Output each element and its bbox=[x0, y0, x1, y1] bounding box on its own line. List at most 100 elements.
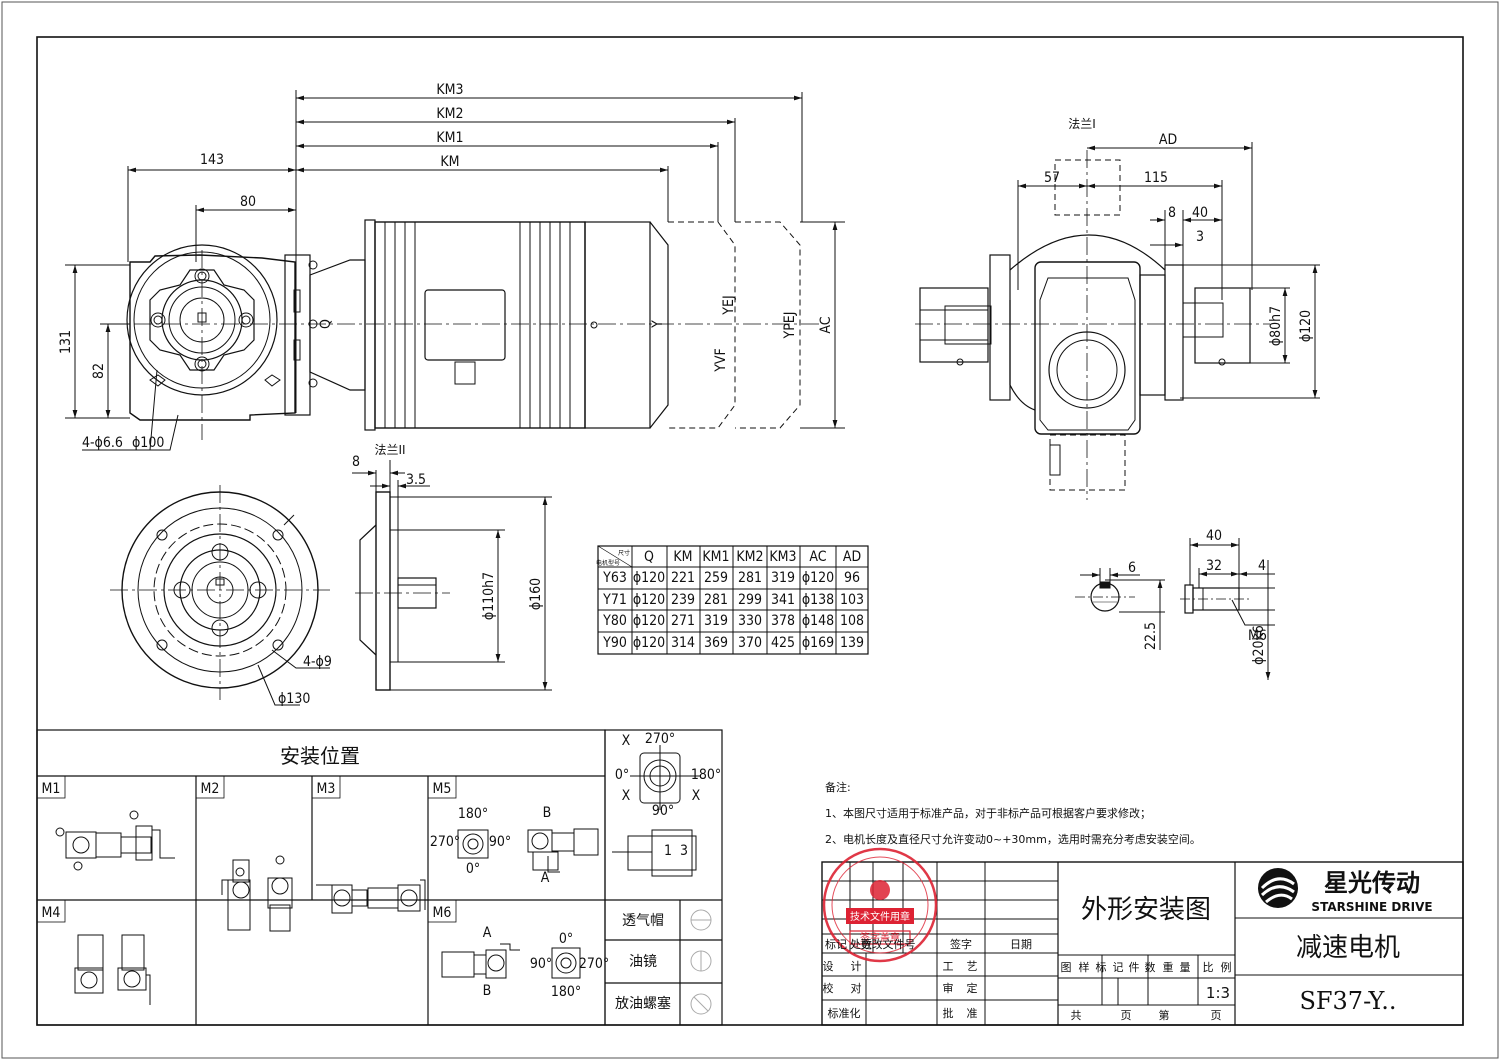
table-cell: 96 bbox=[844, 570, 860, 586]
table-cell: Y63 bbox=[602, 570, 627, 586]
scale-value: 1:3 bbox=[1206, 984, 1230, 1002]
m5-angle-right: 90° bbox=[489, 834, 511, 850]
orient-0: 0° bbox=[615, 767, 629, 783]
legend-drain-plug: 放油螺塞 bbox=[615, 995, 671, 1012]
sketch-m5 bbox=[457, 828, 599, 873]
sheet-label: 页 bbox=[1121, 1009, 1132, 1022]
table-cell: ϕ169 bbox=[802, 635, 834, 651]
table-cell: 281 bbox=[738, 570, 762, 586]
orient-x-bl: X bbox=[622, 788, 631, 804]
table-cell: 108 bbox=[840, 613, 864, 629]
m5-side-b: B bbox=[543, 805, 552, 821]
table-cell: 259 bbox=[704, 570, 728, 586]
key-detail bbox=[1075, 568, 1165, 650]
stage-header: 比 bbox=[1203, 961, 1214, 974]
sketch-labels: 180° 270° 90° 0° B A 0° 90° 270° 180° A … bbox=[430, 731, 721, 1000]
table-cell: Y90 bbox=[602, 635, 627, 651]
drawing-title: 外形安装图 bbox=[1081, 895, 1211, 925]
dim-ad: AD bbox=[1159, 132, 1177, 148]
table-cell: ϕ120 bbox=[633, 613, 665, 629]
dim-ypej: YPEJ bbox=[782, 312, 798, 340]
table-cell: 281 bbox=[704, 592, 728, 608]
dim-dia130: ϕ130 bbox=[278, 691, 310, 707]
dim-dia160: ϕ160 bbox=[528, 578, 544, 610]
stage-header: 记 bbox=[1113, 961, 1124, 974]
m6-angle-left: 90° bbox=[530, 956, 552, 972]
dim-key6: 6 bbox=[1128, 560, 1136, 576]
mounting-position-m1: M1 bbox=[42, 781, 61, 797]
orient-90: 90° bbox=[652, 803, 674, 819]
brand-cn: 星光传动 bbox=[1324, 869, 1420, 897]
orient-x-br: X bbox=[692, 788, 701, 804]
sheet-frame bbox=[36, 36, 1464, 1026]
dim-y: Y bbox=[650, 320, 666, 329]
dim-80: 80 bbox=[240, 194, 256, 210]
stage-header: 数 bbox=[1145, 961, 1156, 974]
dim-131: 131 bbox=[58, 330, 74, 354]
dim-dia110: ϕ110h7 bbox=[481, 572, 497, 620]
sketch-m4 bbox=[74, 934, 151, 1005]
flange1-label: 法兰I bbox=[1068, 117, 1096, 131]
dim-82: 82 bbox=[91, 363, 107, 379]
mounting-position-m6: M6 bbox=[433, 905, 452, 921]
table-cell: 221 bbox=[671, 570, 695, 586]
dim-115: 115 bbox=[1144, 170, 1168, 186]
signoff-label: 定 bbox=[967, 981, 978, 995]
dimension-labels: KM3 KM2 KM1 KM 143 80 131 82 4-ϕ6.6 ϕ100… bbox=[58, 82, 1314, 707]
stage-header: 量 bbox=[1180, 961, 1191, 974]
mounting-position-m2: M2 bbox=[201, 781, 220, 797]
sketch-m3 bbox=[316, 879, 426, 914]
orient-x-tl: X bbox=[622, 733, 631, 749]
dim-yej: YEJ bbox=[721, 295, 737, 315]
stage-header: 标 bbox=[1096, 960, 1107, 974]
mounting-title: 安装位置 bbox=[280, 744, 360, 768]
dim-shaft32: 32 bbox=[1206, 558, 1222, 574]
table-corner-top: 尺寸 bbox=[618, 549, 630, 557]
m6-angle-bottom: 180° bbox=[551, 984, 581, 1000]
table-header-cell: KM1 bbox=[702, 549, 729, 565]
orientation-diagram bbox=[612, 745, 700, 877]
flange2-label: 法兰II bbox=[374, 443, 405, 457]
table-header-cell: Q bbox=[644, 549, 654, 565]
table-cell: ϕ120 bbox=[633, 592, 665, 608]
flange-section-view bbox=[355, 491, 450, 691]
stage-header: 样 bbox=[1079, 960, 1090, 974]
legend-breather: 透气帽 bbox=[622, 913, 664, 929]
notes-line-2: 2、电机长度及直径尺寸允许变动0~+30mm，选用时需充分考虑安装空间。 bbox=[825, 832, 1201, 846]
table-cell: ϕ120 bbox=[802, 570, 834, 586]
sketch-m6 bbox=[441, 943, 581, 979]
signoff-label: 校 bbox=[823, 981, 834, 995]
m6-side-a: A bbox=[483, 925, 492, 941]
orient-270: 270° bbox=[645, 731, 675, 747]
dim-dia80: ϕ80h7 bbox=[1268, 306, 1284, 346]
mounting-position-m5: M5 bbox=[433, 781, 452, 797]
table-header-cell: AD bbox=[843, 549, 861, 565]
m6-angle-top: 0° bbox=[559, 931, 573, 947]
dim-km2: KM2 bbox=[436, 106, 463, 122]
signoff-label: 标准化 bbox=[828, 1006, 861, 1020]
sheet-label: 第 bbox=[1159, 1008, 1170, 1022]
bottom-frames bbox=[36, 729, 723, 1026]
brand-en: STARSHINE DRIVE bbox=[1311, 900, 1432, 914]
m6-angle-right: 270° bbox=[579, 956, 609, 972]
m5-side-a: A bbox=[541, 870, 550, 886]
legend-labels: 透气帽 油镜 放油螺塞 bbox=[615, 913, 671, 1012]
rev-header: 处数 bbox=[850, 938, 872, 951]
dim-3: 3 bbox=[1196, 229, 1204, 245]
sheet-label: 页 bbox=[1211, 1009, 1222, 1022]
motor-mark-3: 3 bbox=[680, 843, 688, 859]
table-cell: 341 bbox=[771, 592, 795, 608]
product-name: 减速电机 bbox=[1296, 933, 1400, 963]
m5-angle-bottom: 0° bbox=[466, 861, 480, 877]
rev-header: 标记 bbox=[825, 937, 847, 951]
table-corner-bottom: 电机型号 bbox=[596, 559, 620, 567]
signoff-label: 批 bbox=[943, 1006, 954, 1020]
sketch-m1 bbox=[55, 810, 175, 871]
signoff-label: 准 bbox=[967, 1007, 978, 1020]
approval-stamp: 技术文件用章 签字盖章 bbox=[822, 847, 938, 963]
dim-35: 3.5 bbox=[406, 472, 426, 488]
table-cell: 139 bbox=[840, 635, 864, 651]
